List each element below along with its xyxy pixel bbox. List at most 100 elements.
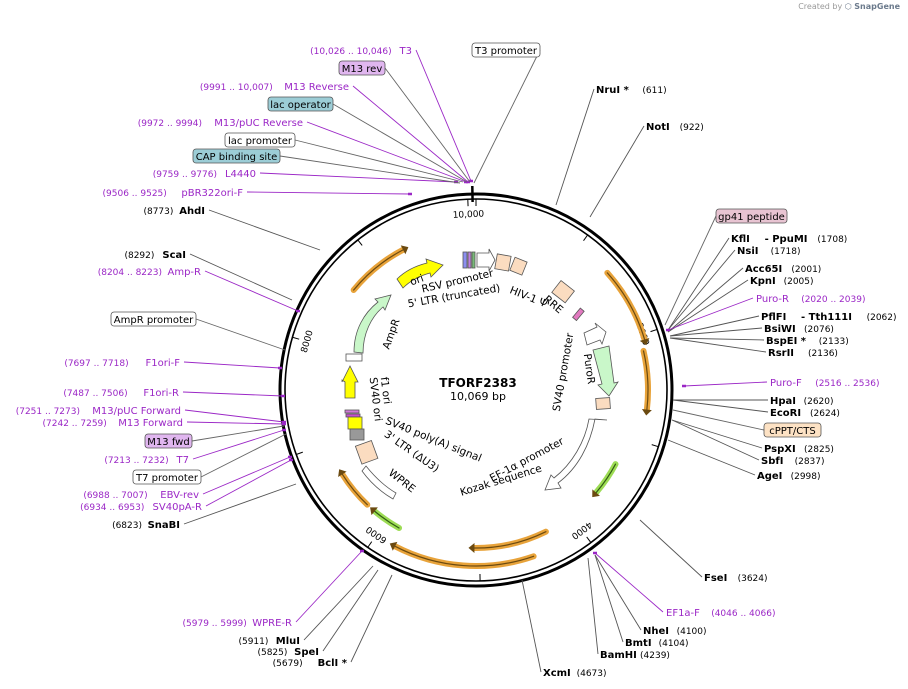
enzyme-mlui-position: (5911) — [238, 637, 268, 647]
primer-ampr-leader — [204, 270, 299, 312]
lac-small-1 — [344, 409, 360, 414]
primer-t7-label: T7 — [176, 455, 189, 466]
ori-arrow — [396, 258, 444, 289]
label-hiv-psi: HIV-1 Ψ — [508, 284, 549, 310]
enzyme-sbfi-leader — [671, 419, 760, 461]
tick-mark — [650, 328, 658, 333]
enzyme-kpni-leader — [667, 279, 749, 333]
ef1a-promoter-arrow — [544, 418, 608, 491]
outer-labels: NruI *(611)NotI(922)KflI- PpuMI(1708)Nsi… — [16, 42, 897, 679]
primer-pbr322orif-label: pBR322ori-F — [181, 188, 243, 199]
orange-arc-4-halo — [392, 543, 537, 569]
orange-arc-1-arrowhead — [639, 337, 650, 346]
snapgene-logo-icon: ⬡ — [844, 2, 852, 11]
box-lac-promoter-label: lac promoter — [228, 136, 293, 147]
brand-name: SnapGene — [854, 2, 900, 11]
ltr3-box — [354, 439, 379, 465]
box-t7-promoter — [132, 469, 202, 485]
primer-f1orir-label: F1ori-R — [143, 388, 179, 399]
enzyme-acc65i-leader — [667, 267, 744, 333]
primer-m13pucreverse-leader — [306, 121, 467, 183]
enzyme-pflfi-leader — [669, 315, 760, 337]
primer-wprer-label: WPRE-R — [252, 618, 292, 629]
primer-purof-position: (2516 .. 2536) — [815, 379, 879, 389]
snapgene-credit: Created by ⬡ SnapGene — [798, 2, 900, 11]
enzyme-agei-position: (2998) — [791, 472, 821, 482]
enzyme-pflfi-label-2: - Tth111I — [801, 312, 852, 323]
orange-arc-3-halo — [471, 528, 549, 551]
primer-f1orif-leader — [183, 361, 281, 369]
enzyme-spei-position: (5825) — [257, 648, 287, 658]
primer-l4440-leader — [259, 172, 457, 183]
primer-puror-label: Puro-R — [756, 294, 789, 305]
enzyme-bamhi-label: BamHI — [600, 650, 637, 661]
enzyme-kfli-label-2: - PpuMI — [765, 234, 808, 245]
enzyme-nsii-label: NsiI — [737, 246, 758, 257]
box-gp41-label: gp41 peptide — [718, 212, 785, 223]
orange-arc-5-arrowhead — [338, 469, 347, 477]
enzyme-pflfi-position: (2062) — [867, 313, 897, 323]
primer-ef1af-label: EF1a-F — [666, 608, 700, 619]
box-m13-rev — [338, 60, 386, 76]
enzyme-kpni-label: KpnI — [750, 276, 776, 287]
kozak-box — [595, 397, 611, 410]
box-lac-operator — [267, 96, 334, 112]
box-lac-operator-label: lac operator — [270, 100, 331, 111]
box-ampr-promoter-leader — [195, 318, 286, 351]
primer-t3-label: T3 — [399, 46, 412, 57]
feature-misc-3 — [471, 251, 476, 269]
primer-pbr322orif-position: (9506 .. 9525) — [103, 189, 167, 199]
enzyme-scai-label: ScaI — [162, 250, 186, 261]
box-t3-promoter-leader — [473, 49, 541, 184]
enzyme-rsrii-leader — [669, 337, 767, 353]
primer-f1orir-position: (7487 .. 7506) — [63, 389, 127, 399]
primer-puror-leader — [667, 297, 754, 331]
f1-ori-arrow — [341, 365, 359, 399]
enzyme-ecori-leader — [672, 399, 769, 413]
enzyme-nhei-position: (4100) — [677, 627, 707, 637]
primer-l4440-label: L4440 — [225, 169, 256, 180]
enzyme-snabi-position: (6823) — [112, 521, 142, 531]
enzyme-kfli-label: KflI — [731, 234, 750, 245]
rsv-promoter-arrow — [476, 248, 496, 272]
box-m13-fwd-label: M13 fwd — [147, 437, 189, 448]
primer-purof-label: Puro-F — [770, 378, 802, 389]
tick-label: 4000 — [569, 519, 594, 541]
enzyme-kfli-position: (1708) — [817, 235, 847, 245]
primer-m13pucforward-leader — [184, 409, 285, 423]
enzyme-mlui-label: MluI — [276, 636, 300, 647]
feature-arcs — [338, 245, 652, 569]
primer-m13pucreverse-position: (9972 .. 9994) — [138, 119, 202, 129]
box-lac-promoter — [224, 132, 296, 148]
tick-label: 8000 — [300, 329, 316, 354]
box-lac-promoter-leader — [294, 139, 464, 183]
enzyme-agei-leader — [667, 439, 756, 476]
lac-small-2 — [345, 413, 361, 418]
label-ori: ori — [408, 272, 425, 288]
enzyme-nrui-leader — [555, 88, 595, 206]
enzyme-xcmi-label: XcmI — [543, 668, 571, 679]
primer-t3-leader — [415, 49, 472, 182]
enzyme-bamhi-leader — [587, 557, 599, 655]
enzyme-bsiwi-label: BsiWI — [764, 324, 796, 335]
enzyme-snabi-leader — [183, 483, 297, 525]
enzyme-fsei-label: FseI — [704, 573, 727, 584]
enzyme-ecori-position: (2624) — [810, 409, 840, 419]
primer-m13reverse-position: (9991 .. 10,007) — [200, 83, 273, 93]
enzyme-acc65i-position: (2001) — [791, 265, 821, 275]
enzyme-snabi-label: SnaBI — [148, 520, 180, 531]
box-gp41 — [715, 208, 788, 224]
box-gp41-leader — [664, 215, 717, 326]
tick-mark — [292, 336, 300, 340]
enzyme-bsiwi-position: (2076) — [804, 325, 834, 335]
box-t7-promoter-leader — [200, 433, 287, 478]
primer-l4440-position: (9759 .. 9776) — [153, 170, 217, 180]
ltr5-box — [494, 253, 512, 272]
enzyme-bsiwi-leader — [669, 327, 763, 337]
primer-puror-position: (2020 .. 2039) — [801, 295, 865, 305]
enzyme-nsii-position: (1718) — [771, 247, 801, 257]
enzyme-pspxi-position: (2825) — [804, 445, 834, 455]
enzyme-rsrii-position: (2136) — [808, 349, 838, 359]
plasmid-name: TFORF2383 — [439, 376, 516, 390]
